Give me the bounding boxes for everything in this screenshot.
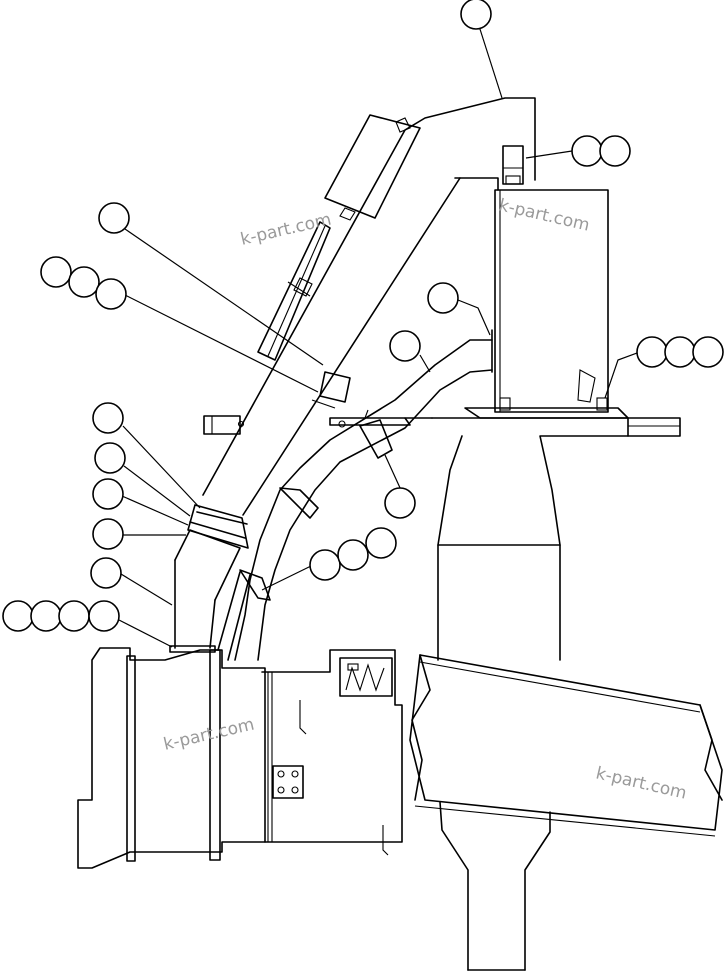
support-column [439,801,551,971]
callout-balloon[interactable] [384,487,416,519]
rain-cap [257,114,421,361]
callout-group-mid-right-b [389,330,421,362]
callout-balloon[interactable] [88,600,120,632]
callout-group-upper-right [571,135,631,167]
watermark-text: k-part.com [239,210,334,250]
engine-block [404,417,681,661]
mounting-shelf [203,407,629,435]
callout-balloon[interactable] [664,336,696,368]
callout-balloon[interactable] [460,0,492,30]
watermark-text: k-part.com [497,195,592,235]
callout-balloon[interactable] [427,282,459,314]
callout-balloon[interactable] [309,549,341,581]
muffler-box [454,145,609,413]
watermarks: k-part.com k-part.com k-part.com k-part.… [162,195,689,803]
callout-balloon[interactable] [337,539,369,571]
callout-group-far-right [636,336,724,368]
callout-group-upper-left-triple [40,256,127,310]
callout-balloon[interactable] [68,266,100,298]
callout-group-top [460,0,492,30]
callout-group-bottom-left [2,600,120,632]
callout-group-left-stack [90,402,126,589]
turbo-housing [77,647,403,869]
callout-group-lower-middle [309,527,397,581]
callout-balloon[interactable] [571,135,603,167]
watermark-text: k-part.com [162,715,257,755]
callout-balloon[interactable] [58,600,90,632]
callout-balloon[interactable] [599,135,631,167]
callout-balloon[interactable] [92,402,124,434]
callout-balloon[interactable] [94,442,126,474]
leader-lines [118,25,638,648]
callout-group-clamp-right [384,487,416,519]
callout-balloon[interactable] [90,557,122,589]
callout-balloon[interactable] [2,600,34,632]
callout-balloon[interactable] [95,278,127,310]
watermark-text: k-part.com [594,763,689,803]
callout-balloon[interactable] [692,336,724,368]
callout-balloon[interactable] [636,336,668,368]
callout-balloon[interactable] [30,600,62,632]
exhaust-stack [169,97,536,661]
callout-balloon[interactable] [92,478,124,510]
callout-group-upper-left-single [98,202,130,234]
callout-balloon[interactable] [365,527,397,559]
callout-balloon[interactable] [92,518,124,550]
flex-pipe [234,329,493,661]
callout-balloon[interactable] [389,330,421,362]
frame-crossmember [409,654,723,837]
callout-balloon[interactable] [40,256,72,288]
callout-balloon[interactable] [98,202,130,234]
callout-group-mid-right-a [427,282,459,314]
